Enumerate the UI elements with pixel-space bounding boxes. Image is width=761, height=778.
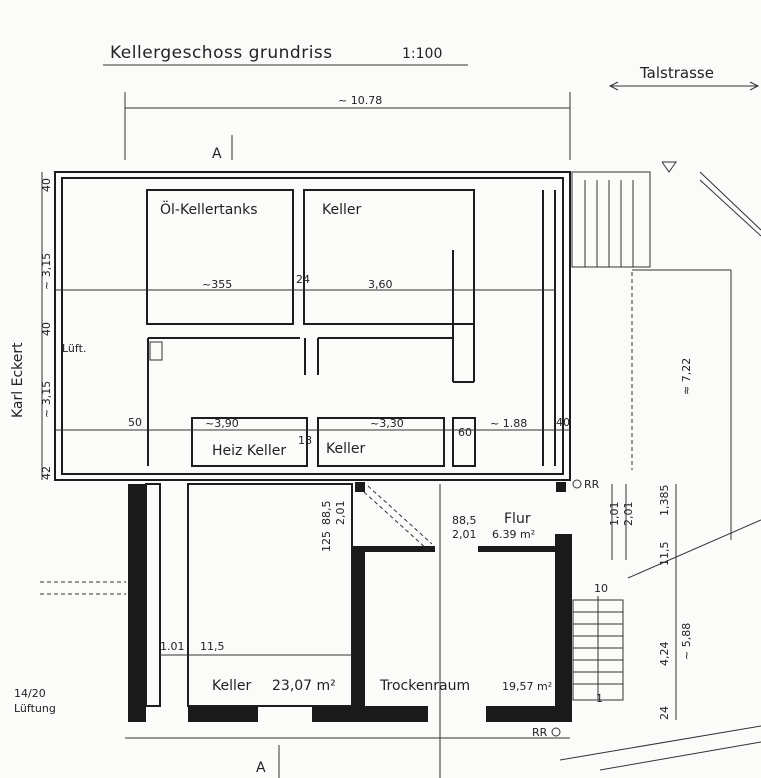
- vent-label: Lüftung: [14, 702, 56, 715]
- dim-18: 18: [298, 434, 312, 447]
- dim-201-b: 2,01: [334, 501, 347, 526]
- room-label-hall: Flur: [504, 511, 531, 527]
- dim-355: ~355: [202, 278, 232, 291]
- drain-label-2: RR: [532, 726, 548, 739]
- dim-360: 3,60: [368, 278, 393, 291]
- dim-201-a: 2,01: [622, 502, 635, 527]
- dim-390: ~3,90: [205, 417, 239, 430]
- dim-101-a: 1,01: [608, 502, 621, 527]
- plan-title: Kellergeschoss grundriss: [110, 43, 333, 63]
- dim-1385: 1,385: [658, 485, 671, 517]
- dim-885-b: 88,5: [320, 501, 333, 526]
- lower-left-wall: [128, 484, 146, 722]
- stair-top: [571, 171, 651, 268]
- dim-1: 1: [596, 692, 603, 705]
- room-label-drying: Trockenraum: [379, 678, 470, 694]
- plan-scale: 1:100: [402, 46, 442, 62]
- dim-24-b: 24: [658, 706, 671, 720]
- dim-125: 125: [320, 531, 333, 552]
- dim-40-right: 40: [556, 416, 570, 429]
- dim-315-lower: ~ 3,15: [40, 381, 53, 418]
- room-area-cellar-big: 23,07 m²: [272, 678, 336, 694]
- dim-40-mid: 40: [40, 322, 53, 336]
- dim-101-b: 1.01: [160, 640, 185, 653]
- section-marker-bottom: A: [256, 760, 266, 776]
- room-area-drying: 19,57 m²: [502, 680, 552, 693]
- room-label-oil-tanks: Öl-Kellertanks: [160, 200, 258, 218]
- dim-24: 24: [296, 273, 310, 286]
- vent-box: [149, 341, 163, 361]
- section-marker-top: A: [212, 146, 222, 162]
- side-street-label: Karl Eckert: [10, 342, 26, 418]
- dim-424: 4,24: [658, 642, 671, 667]
- street-name: Talstrasse: [639, 64, 714, 82]
- vent-size: 14/20: [14, 687, 46, 700]
- dim-188: ~ 1.88: [490, 417, 527, 430]
- dim-42: 42: [40, 466, 53, 480]
- cellar-room-mid: [317, 417, 445, 467]
- dim-201-c: 2,01: [452, 528, 477, 541]
- oil-tank-room: [146, 189, 294, 325]
- room-label-cellar-mid: Keller: [326, 441, 365, 457]
- dim-40-top: 40: [40, 178, 53, 192]
- room-label-cellar-top: Keller: [322, 202, 361, 218]
- dim-330: ~3,30: [370, 417, 404, 430]
- dim-315-upper: ~ 3,15: [40, 253, 53, 290]
- drain-label-1: RR: [584, 478, 600, 491]
- dim-115-b: 11,5: [200, 640, 225, 653]
- dim-885-a: 88,5: [452, 514, 477, 527]
- overall-width-dimension: ~ 10.78: [338, 94, 382, 107]
- room-label-cellar-big: Keller: [212, 678, 251, 694]
- vent-small-label: Lüft.: [62, 342, 86, 355]
- heating-room: [191, 417, 308, 467]
- room-label-heating: Heiz Keller: [212, 443, 286, 459]
- dim-722: ≈ 7,22: [680, 358, 693, 395]
- dim-50: 50: [128, 416, 142, 429]
- room-area-hall: 6.39 m²: [492, 528, 535, 541]
- upper-outer-wall: [54, 171, 571, 481]
- dim-588: ~ 5,88: [680, 623, 693, 660]
- dim-115-a: 11,5: [658, 542, 671, 567]
- dim-10: 10: [594, 582, 608, 595]
- dim-60: 60: [458, 426, 472, 439]
